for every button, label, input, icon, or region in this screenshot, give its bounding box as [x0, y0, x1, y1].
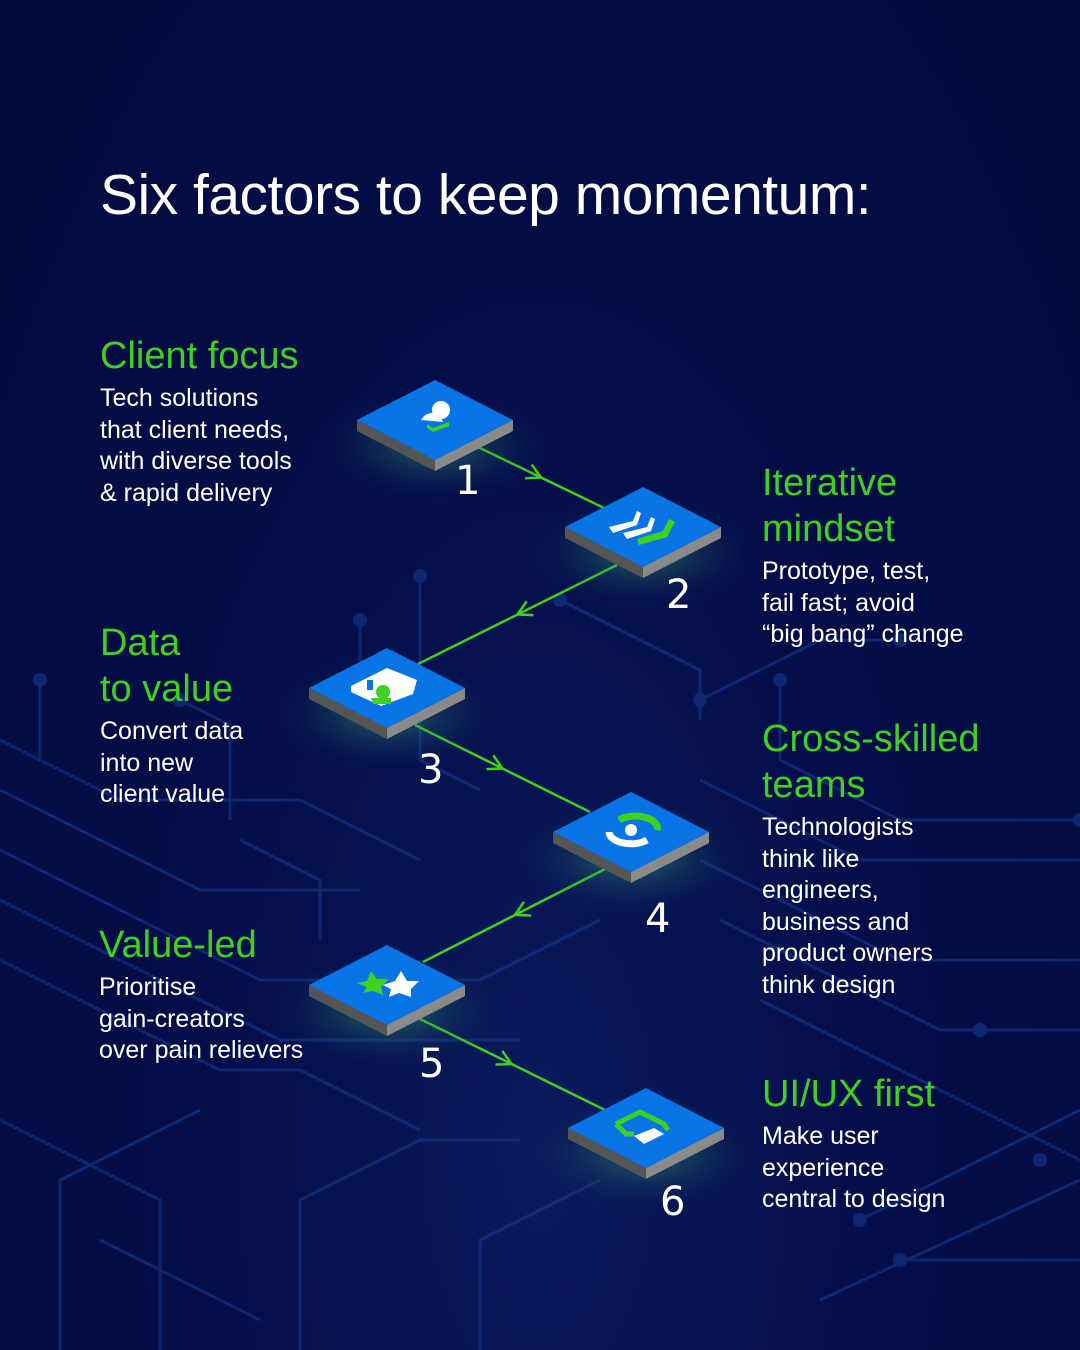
circuit-trace — [0, 788, 360, 892]
step-number-4: 4 — [645, 896, 671, 942]
factor-1-text: Client focus Tech solutions that client … — [100, 333, 299, 509]
factor-heading: UI/UX first — [762, 1073, 936, 1115]
step-number-2: 2 — [666, 572, 692, 618]
circuit-node — [693, 693, 707, 707]
factor-description: Prioritise gain-creators over pain relie… — [99, 973, 304, 1064]
factor-description: Technologists think like engineers, busi… — [762, 813, 933, 999]
circuit-background — [0, 569, 1080, 1350]
factor-heading: Client focus — [100, 335, 299, 377]
circuit-node — [773, 673, 787, 687]
circuit-node — [893, 633, 907, 647]
circuit-trace — [0, 738, 421, 862]
factor-description: Tech solutions that client needs, with d… — [100, 384, 292, 507]
circuit-trace — [559, 598, 702, 720]
circuit-trace — [719, 918, 1080, 1032]
tile-6 — [526, 1088, 766, 1213]
circuit-trace — [759, 998, 1080, 1162]
factor-6-text: UI/UX first Make user experience central… — [762, 1071, 945, 1216]
factor-heading: Cross-skilled teams — [762, 718, 980, 806]
step-number-6: 6 — [660, 1179, 686, 1225]
circuit-node — [1073, 813, 1080, 827]
tiles — [267, 380, 766, 1213]
step-number-1: 1 — [455, 458, 481, 504]
circuit-trace — [699, 858, 1080, 962]
stars-icon — [357, 971, 419, 997]
circuit-trace — [239, 838, 322, 940]
data-person-icon — [351, 668, 417, 706]
circuit-node — [353, 613, 367, 627]
factor-heading: Value-led — [99, 924, 257, 966]
cycle-icon — [605, 812, 661, 848]
circuit-trace — [699, 638, 900, 702]
circuit-trace — [778, 680, 1080, 822]
step-number-5: 5 — [419, 1041, 445, 1087]
circuit-trace — [699, 778, 1080, 862]
factor-3-text: Data to value Convert data into new clie… — [100, 620, 243, 811]
circuit-trace — [99, 1238, 261, 1322]
circuit-trace — [58, 1108, 201, 1350]
circuit-trace — [819, 1178, 1080, 1302]
factor-description: Convert data into new client value — [100, 717, 244, 808]
factor-heading: Iterative mindset — [762, 462, 898, 550]
factor-description: Prototype, test, fail fast; avoid “big b… — [762, 557, 964, 648]
circuit-trace — [179, 698, 232, 820]
circuit-node — [173, 693, 187, 707]
factor-4-text: Cross-skilled teams Technologists think … — [762, 716, 979, 1001]
person-check-icon — [421, 401, 450, 432]
circuit-trace — [859, 1108, 1080, 1222]
circuit-trace — [0, 958, 421, 1132]
circuit-trace — [298, 1138, 520, 1350]
tile-1 — [315, 380, 555, 505]
device-icon — [614, 1109, 671, 1144]
circuit-node — [853, 1213, 867, 1227]
factor-2-text: Iterative mindset Prototype, test, fail … — [762, 460, 964, 651]
tile-5 — [267, 945, 507, 1070]
factor-5-text: Value-led Prioritise gain-creators over … — [99, 922, 303, 1067]
factor-description: Make user experience central to design — [762, 1122, 946, 1213]
step-number-3: 3 — [418, 747, 444, 793]
page-title: Six factors to keep momentum: — [100, 163, 872, 227]
circuit-trace — [0, 1118, 162, 1350]
tile-3 — [267, 648, 507, 773]
tile-2 — [523, 487, 763, 612]
circuit-node — [973, 1023, 987, 1037]
factor-heading: Data to value — [100, 622, 234, 710]
circuit-node — [1033, 1153, 1047, 1167]
tile-4 — [511, 792, 751, 917]
circuit-node — [413, 569, 427, 583]
circuit-node — [893, 1253, 907, 1267]
circuit-node — [33, 673, 47, 687]
circuit-trace — [478, 1178, 601, 1350]
chevrons-forward-icon — [609, 511, 675, 545]
